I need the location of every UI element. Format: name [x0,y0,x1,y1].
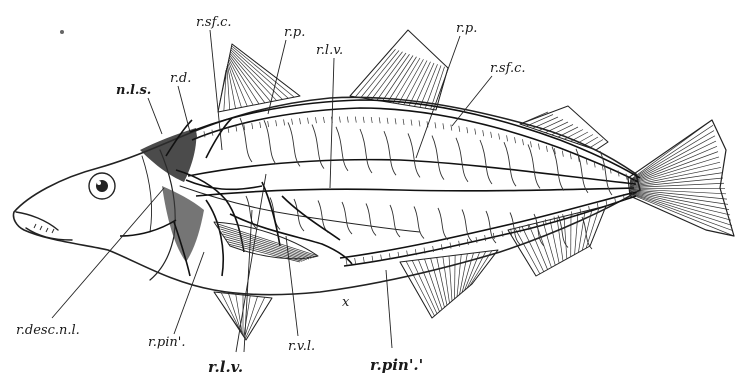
label-rp-front: r.p. [284,25,305,40]
label-nls: n.l.s. [116,83,151,98]
label-x: x [342,295,350,310]
label-rsfc-back: r.sf.c. [490,61,525,76]
pelvic-fin [214,292,272,340]
label-rd: r.d. [170,71,191,86]
label-rpin-front: r.pin'. [148,335,185,350]
leader-rpin-front [174,252,204,334]
leader-rlv-bottom-a [236,174,266,352]
label-rlv-bottom: r.l.v. [208,358,243,376]
mouth [16,212,72,240]
label-rp-back: r.p. [456,21,477,36]
caudal-fin-outline [628,120,734,236]
preoperculum [142,156,152,232]
eye-highlight [97,181,101,185]
caudal-fin [630,120,734,236]
label-rdescnl: r.desc.n.l. [16,323,80,338]
leader-rpin-back [386,270,392,348]
myomere-lines [240,118,612,249]
leader-rp-front [268,40,286,114]
third-dorsal-fin-outline [520,106,608,150]
printer-dot [60,30,64,34]
leader-rlv-top [330,58,334,188]
lateral-line-main [188,160,636,184]
label-rvl: r.v.l. [288,339,315,354]
leader-rsfc-back [452,76,492,126]
label-rsfc-front: r.sf.c. [196,15,231,30]
leader-rd [178,86,190,132]
leader-rp-back [416,36,460,158]
label-rlv-top: r.l.v. [316,43,343,58]
first-dorsal-fin-outline [218,44,300,112]
lateral-line-main-lower [196,188,634,196]
leader-nls [148,98,162,134]
leader-rdescnl [52,188,164,318]
leader-rlv-bottom-b [244,210,252,352]
label-rpin-back: r.pin'.' [370,356,423,374]
